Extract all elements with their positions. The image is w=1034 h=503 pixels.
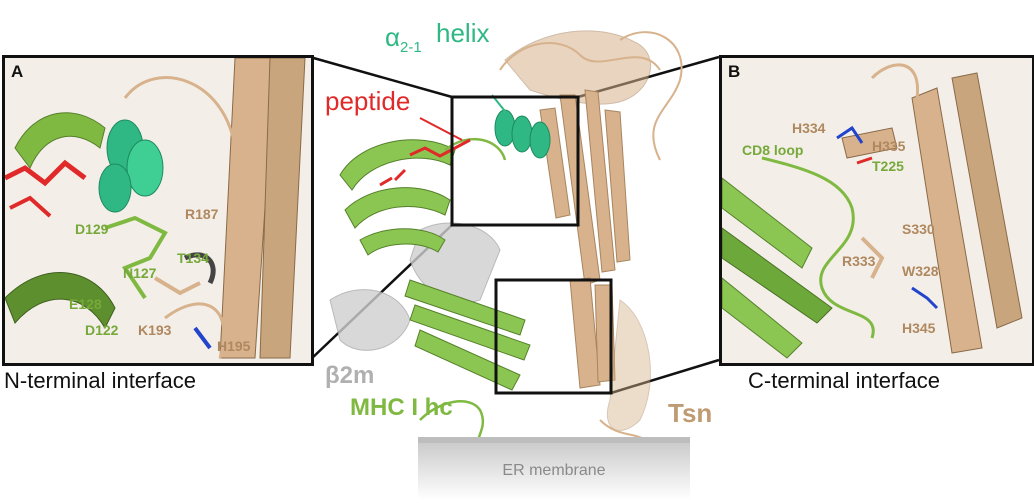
panel-b: B H334 H335 CD8 loop T225 S330 R333 W328…: [719, 55, 1034, 366]
peptide-label: peptide: [325, 86, 411, 116]
er-membrane-surface: [418, 437, 690, 443]
zoom-box-n: [450, 95, 580, 227]
panel-a: A R187 D129 T134 N127 E128 D122 K193 H19…: [2, 55, 314, 366]
residue-h195: H195: [217, 338, 251, 354]
tsn-structure: [504, 30, 652, 431]
peptide-sticks: [379, 138, 471, 187]
residue-t134: T134: [177, 250, 209, 266]
mhc-label: MHC I hc: [350, 394, 453, 421]
residue-s330: S330: [902, 221, 935, 237]
panel-b-artwork: [722, 58, 1032, 363]
residue-r333: R333: [842, 253, 876, 269]
alpha-subscript: 2-1: [400, 39, 422, 57]
er-membrane: [418, 440, 690, 500]
beta2m-label: β2m: [325, 362, 375, 389]
helix-label: helix: [436, 18, 490, 48]
residue-d129: D129: [75, 221, 109, 237]
residue-k193: K193: [138, 322, 172, 338]
residue-h335: H335: [872, 138, 906, 154]
panel-b-letter: B: [728, 62, 741, 81]
residue-e128: E128: [69, 296, 102, 312]
residue-d122: D122: [85, 322, 119, 338]
zoom-box-c: [494, 278, 613, 395]
caption-c-terminal: C-terminal interface: [748, 368, 940, 393]
residue-h334: H334: [792, 120, 826, 136]
panel-a-artwork: [5, 58, 311, 363]
residue-w328: W328: [902, 263, 939, 279]
connector-a-top: [309, 55, 453, 99]
residue-r187: R187: [185, 206, 219, 222]
residue-h345: H345: [902, 320, 936, 336]
connector-b-bottom: [610, 358, 720, 395]
panel-a-letter: A: [11, 62, 24, 81]
caption-n-terminal: N-terminal interface: [4, 368, 196, 393]
tsn-label: Tsn: [668, 398, 713, 428]
er-membrane-label: ER membrane: [502, 462, 606, 479]
residue-t225: T225: [872, 158, 904, 174]
cd8-loop-label: CD8 loop: [742, 142, 804, 158]
residue-n127: N127: [123, 265, 157, 281]
alpha-helix-label: α2-1: [385, 22, 422, 56]
alpha-symbol: α: [385, 22, 401, 52]
